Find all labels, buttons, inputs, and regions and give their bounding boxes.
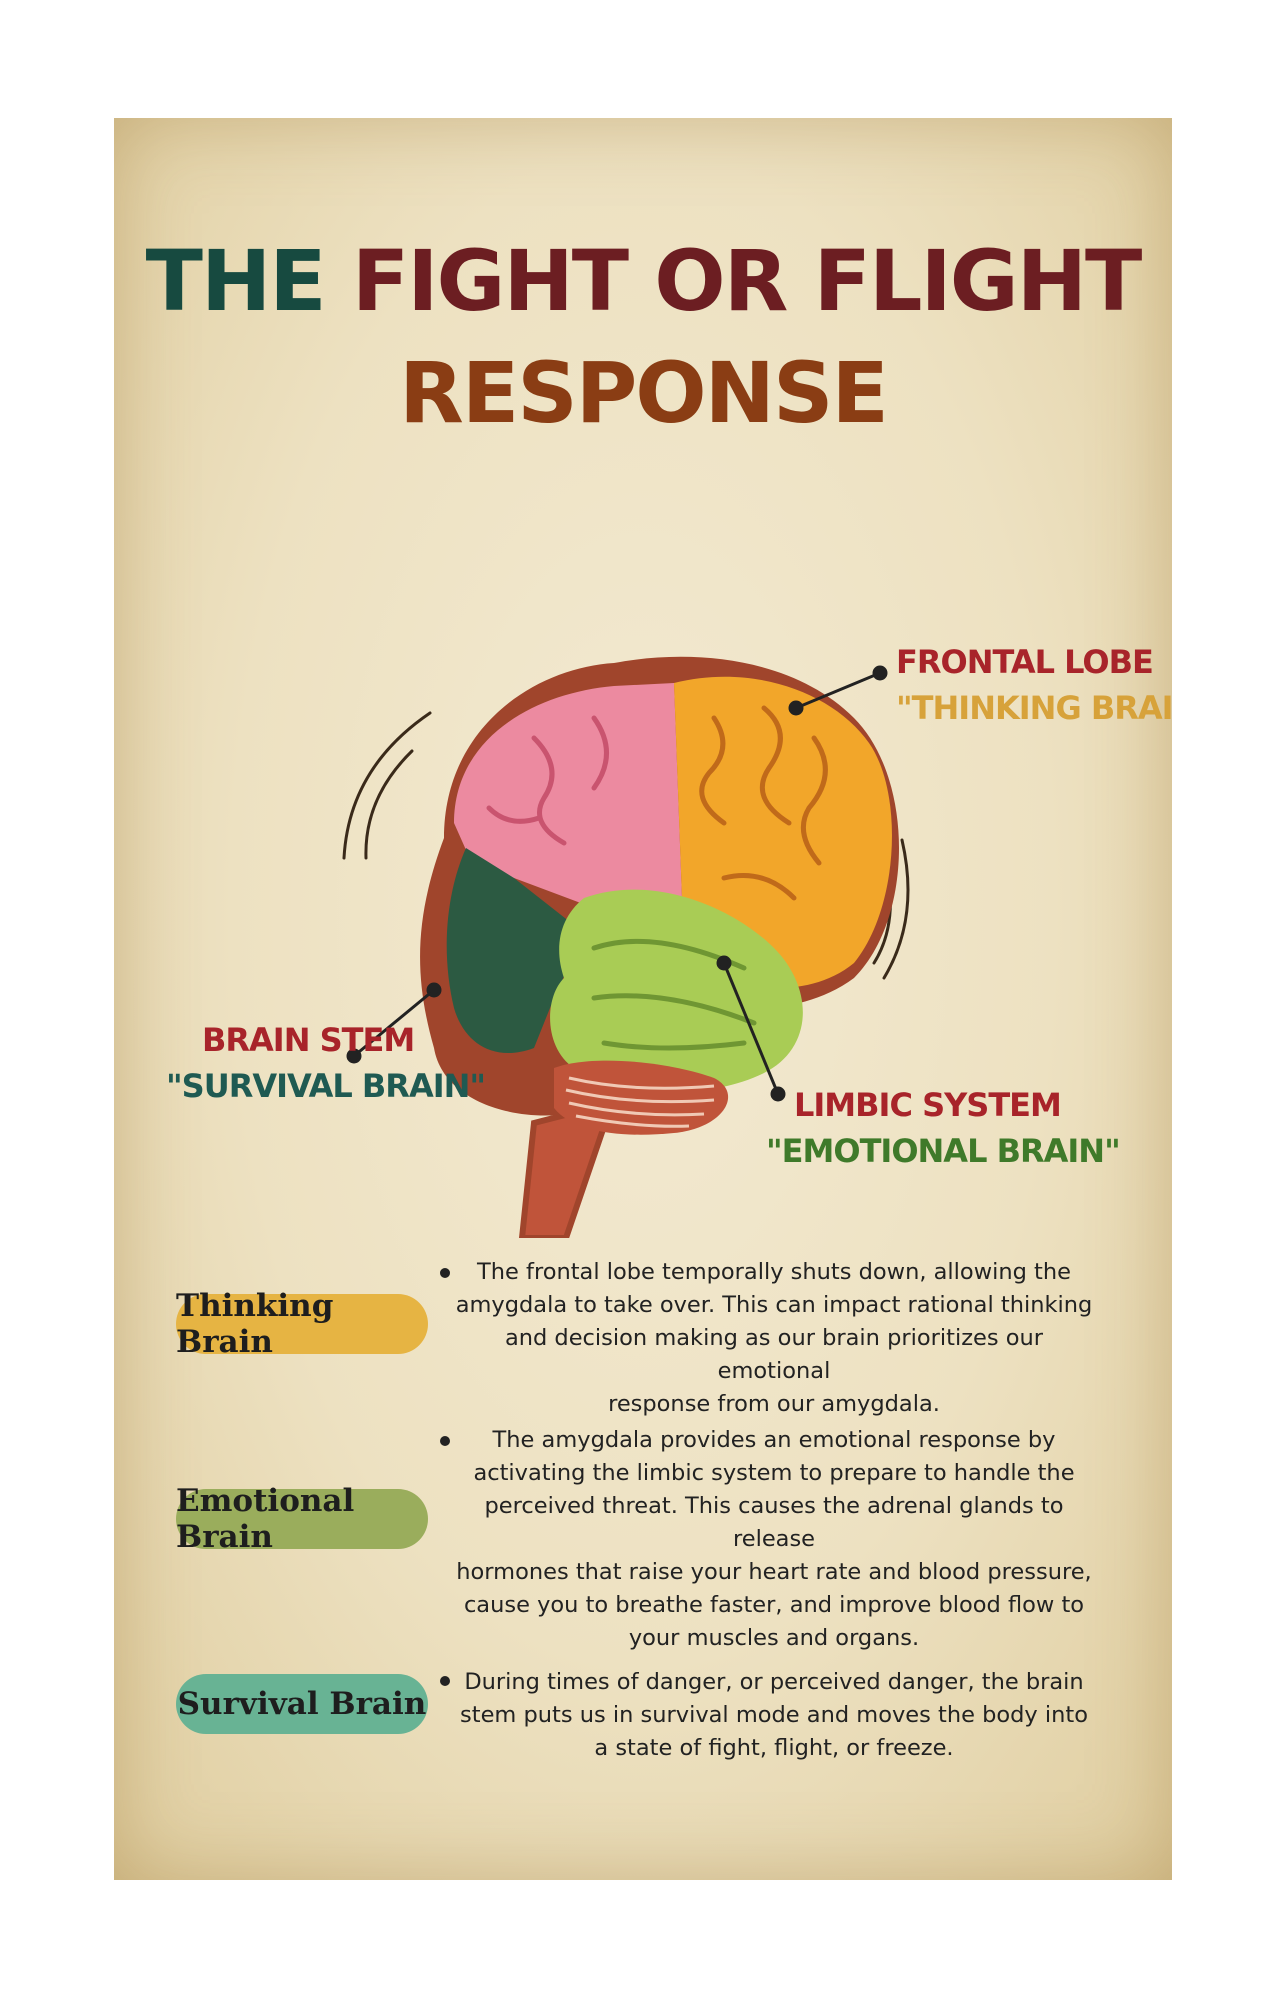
frontal-lobe-label: FRONTAL LOBE [896, 643, 1154, 681]
thinking-brain-pill: Thinking Brain [176, 1288, 428, 1360]
occipital-lobe [446, 848, 584, 1054]
callout-frontal-lobe: FRONTAL LOBE "THINKING BRAIN" [896, 643, 1172, 727]
desc-line: The amygdala provides an emotional respo… [492, 1427, 1056, 1453]
desc-line: amygdala to take over. This can impact r… [455, 1292, 1093, 1318]
brain-stem-label: BRAIN STEM [202, 1021, 415, 1059]
gyri-folds [699, 705, 828, 901]
desc-line: During times of danger, or perceived dan… [464, 1669, 1084, 1695]
desc-line: cause you to breathe faster, and improve… [463, 1592, 1085, 1618]
title-word-the: THE [145, 232, 327, 330]
callout-brain-stem: BRAIN STEM "SURVIVAL BRAIN" [166, 1021, 486, 1105]
emotional-brain-nickname: "EMOTIONAL BRAIN" [766, 1132, 1121, 1170]
survival-brain-nickname: "SURVIVAL BRAIN" [166, 1067, 486, 1105]
bullet-dot [440, 1436, 450, 1446]
survival-brain-description: During times of danger, or perceived dan… [454, 1666, 1094, 1765]
poster: THE FIGHT OR FLIGHT RESPONSE [114, 118, 1172, 1880]
bullet-dot [440, 1268, 450, 1278]
motion-lines [342, 711, 910, 980]
desc-line: perceived threat. This causes the adrena… [484, 1493, 1064, 1552]
cerebellum-stripes [565, 1076, 715, 1128]
desc-line: response from our amygdala. [608, 1391, 940, 1417]
bullet-dot [440, 1676, 450, 1686]
desc-line: activating the limbic system to prepare … [473, 1460, 1075, 1486]
callout-lines [346, 665, 888, 1102]
desc-line: stem puts us in survival mode and moves … [460, 1702, 1088, 1728]
thinking-brain-description: The frontal lobe temporally shuts down, … [454, 1256, 1094, 1421]
brain-illustration [342, 656, 910, 1238]
parietal-lobe [454, 683, 682, 908]
desc-line: The frontal lobe temporally shuts down, … [477, 1259, 1071, 1285]
callout-limbic-system: LIMBIC SYSTEM "EMOTIONAL BRAIN" [766, 1086, 1121, 1170]
frontal-lobe-shape [674, 676, 892, 989]
thinking-brain-nickname: "THINKING BRAIN" [896, 689, 1172, 727]
parietal-folds [486, 715, 609, 846]
emotional-brain-description: The amygdala provides an emotional respo… [454, 1424, 1094, 1655]
emotional-brain-pill: Emotional Brain [176, 1483, 428, 1555]
desc-line: hormones that raise your heart rate and … [456, 1559, 1092, 1585]
survival-brain-pill: Survival Brain [176, 1674, 428, 1734]
title-line-1: THE FIGHT OR FLIGHT [114, 232, 1172, 330]
desc-line: your muscles and organs. [628, 1625, 920, 1651]
desc-line: and decision making as our brain priorit… [504, 1325, 1044, 1384]
title-word-response: RESPONSE [399, 344, 889, 442]
limbic-system-label: LIMBIC SYSTEM [794, 1086, 1062, 1124]
title-word-fight-or-flight: FIGHT OR FLIGHT [351, 232, 1142, 330]
desc-line: a state of fight, flight, or freeze. [594, 1735, 954, 1761]
